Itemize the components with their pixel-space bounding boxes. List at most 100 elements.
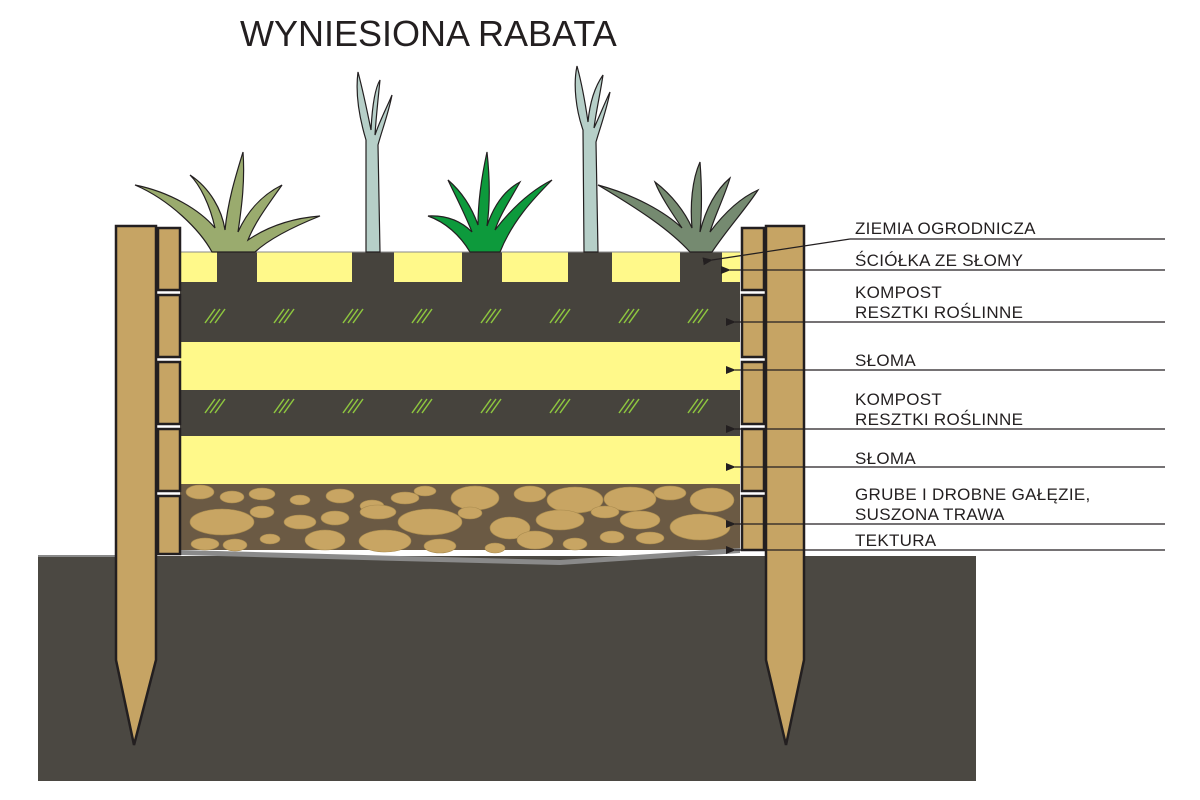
label-kompost-1b: RESZTKI ROŚLINNE (855, 303, 1023, 322)
compost-marks-2 (204, 398, 709, 414)
label-kompost-2b: RESZTKI ROŚLINNE (855, 410, 1023, 429)
pebble (423, 538, 457, 554)
compost-mark (490, 308, 502, 324)
pebble (325, 488, 355, 504)
plank-icon (156, 226, 182, 556)
pebble (219, 490, 245, 504)
pebble (190, 537, 220, 551)
compost-mark (209, 308, 221, 324)
ground-soil (38, 555, 976, 781)
compost-mark (623, 398, 635, 414)
compost-mark (352, 308, 364, 324)
compost-mark (416, 398, 428, 414)
label-sloma-2: SŁOMA (855, 449, 916, 468)
pebble (619, 510, 661, 530)
pebble (413, 485, 437, 497)
plants (134, 65, 760, 253)
compost-mark (421, 308, 433, 324)
compost-mark (273, 308, 285, 324)
pebble (489, 516, 531, 540)
compost-mark (687, 398, 699, 414)
compost-mark (347, 308, 359, 324)
compost-marks-1 (204, 308, 709, 324)
pebble (259, 533, 281, 545)
compost-mark (490, 398, 502, 414)
compost-mark (209, 398, 221, 414)
compost-mark (480, 308, 492, 324)
compost-mark (554, 308, 566, 324)
layer-sciolka (180, 252, 740, 282)
pebble (562, 537, 588, 551)
leader-lines (702, 238, 1165, 554)
layer-kompost-1 (180, 282, 740, 342)
compost-mark (273, 398, 285, 414)
compost-mark (214, 398, 226, 414)
compost-mark (352, 398, 364, 414)
pebble (283, 514, 317, 530)
plant-icon (427, 151, 553, 253)
pebble (359, 504, 397, 520)
layer-sloma-2 (180, 436, 740, 484)
pebble (189, 508, 255, 536)
pebble (249, 505, 275, 519)
label-ziemia: ZIEMIA OGRODNICZA (855, 219, 1036, 238)
label-sciolka: ŚCIÓŁKA ZE SŁOMY (855, 251, 1023, 270)
pebble (397, 508, 463, 536)
compost-mark (204, 308, 216, 324)
pebble (653, 485, 687, 501)
label-galezie-b: SUSZONA TRAWA (855, 505, 1005, 524)
compost-mark (628, 398, 640, 414)
branch-pebbles (185, 484, 735, 554)
pebble (484, 542, 506, 554)
compost-mark (549, 308, 561, 324)
compost-mark (485, 398, 497, 414)
compost-mark (480, 398, 492, 414)
pebble (689, 487, 735, 513)
pebble (304, 529, 346, 551)
label-kompost-2a: KOMPOST (855, 390, 942, 409)
compost-mark (618, 398, 630, 414)
compost-mark (283, 398, 295, 414)
plank-icon (740, 226, 766, 552)
pebble (248, 487, 276, 501)
post-icon (764, 224, 806, 746)
compost-mark (421, 398, 433, 414)
pebble (320, 510, 350, 526)
layer-kompost-2 (180, 390, 740, 436)
soil-pockets (217, 252, 722, 282)
compost-mark (411, 398, 423, 414)
compost-mark (628, 308, 640, 324)
compost-mark (485, 308, 497, 324)
pebble (516, 530, 554, 550)
leek-icon (356, 71, 393, 253)
compost-mark (342, 398, 354, 414)
diagram-title: WYNIESIONA RABATA (240, 13, 617, 54)
compost-mark (687, 308, 699, 324)
compost-mark (554, 398, 566, 414)
compost-mark (697, 308, 709, 324)
label-sloma-1: SŁOMA (855, 351, 916, 370)
pebble (185, 484, 215, 500)
pebble (669, 513, 731, 541)
compost-mark (618, 308, 630, 324)
post-icon (114, 224, 158, 746)
compost-mark (278, 398, 290, 414)
compost-mark (283, 308, 295, 324)
pebble (590, 505, 620, 519)
leek-icon (574, 65, 611, 253)
pebble (289, 494, 311, 506)
pebble (513, 485, 547, 503)
pebble (457, 506, 483, 520)
label-kompost-1a: KOMPOST (855, 283, 942, 302)
compost-mark (278, 308, 290, 324)
compost-mark (697, 398, 709, 414)
pebble (358, 529, 412, 553)
compost-mark (347, 398, 359, 414)
label-galezie-a: GRUBE I DROBNE GAŁĘZIE, (855, 485, 1091, 504)
compost-mark (559, 398, 571, 414)
plant-icon (597, 161, 760, 253)
bed-layers (180, 251, 740, 565)
compost-mark (342, 308, 354, 324)
compost-mark (549, 398, 561, 414)
